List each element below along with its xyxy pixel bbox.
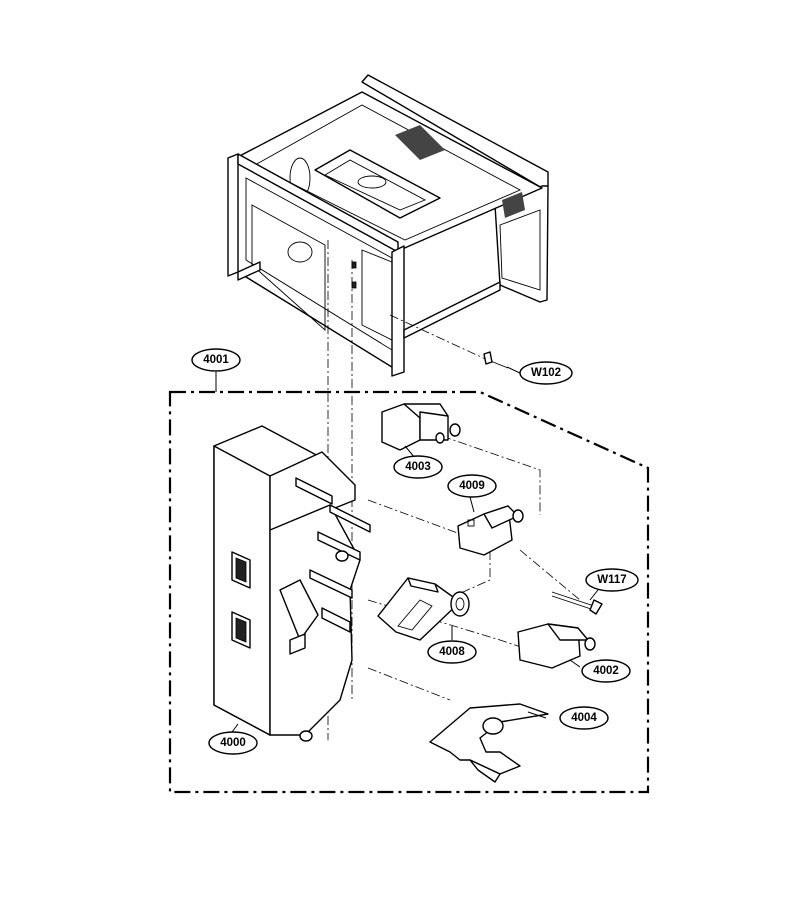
callout-label: 4004: [571, 712, 597, 724]
callout-label: W117: [597, 574, 626, 586]
callout-4002: 4002: [581, 659, 631, 683]
callout-w117: W117: [585, 568, 639, 592]
callout-label: 4009: [459, 480, 485, 492]
callout-4008: 4008: [427, 640, 477, 664]
callout-4000: 4000: [208, 731, 258, 755]
assembly-boundary: [168, 390, 650, 794]
micro-switch-4003: [381, 403, 461, 451]
callout-label: 4008: [439, 646, 465, 658]
latch-lever-4008: [377, 577, 470, 641]
door-latch-bracket: [213, 425, 371, 742]
callout-label: 4002: [593, 665, 619, 677]
micro-switch-4009: [457, 505, 524, 556]
latch-hook-4004: [429, 703, 549, 783]
oven-cavity-chassis: [227, 74, 549, 377]
screw-w117: [551, 591, 603, 615]
callout-label: 4001: [203, 354, 229, 366]
callout-label: 4000: [220, 737, 246, 749]
callout-label: 4003: [405, 461, 431, 473]
callout-w102: W102: [519, 361, 573, 385]
callout-4009: 4009: [447, 474, 497, 498]
callout-label: W102: [531, 367, 561, 379]
callout-4001: 4001: [191, 348, 241, 372]
micro-switch-4002: [517, 623, 596, 669]
screw-w102: [483, 351, 509, 369]
callout-4004: 4004: [559, 706, 609, 730]
callout-4003: 4003: [393, 455, 443, 479]
